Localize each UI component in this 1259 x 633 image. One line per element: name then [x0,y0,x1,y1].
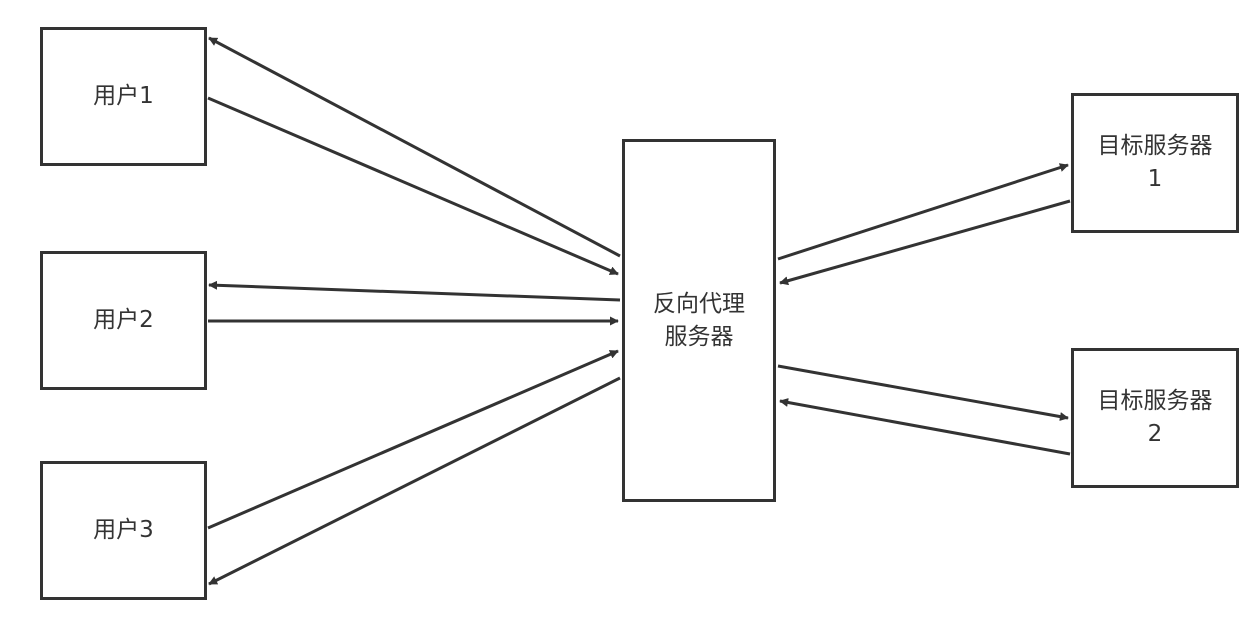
target-server-2-label: 目标服务器2 [1097,388,1213,447]
user-2-label: 用户2 [93,307,154,333]
arrow-proxy-to-user2 [208,280,621,302]
reverse-proxy-label: 反向代理服务器 [653,290,745,350]
arrow-user3-to-proxy [207,349,619,530]
user-1-node[interactable]: 用户1 [40,27,207,166]
reverse-proxy-node[interactable]: 反向代理服务器 [622,139,776,502]
target-server-2-node[interactable]: 目标服务器2 [1071,348,1239,488]
target-server-1-label: 目标服务器1 [1097,133,1213,192]
arrow-proxy-to-user1 [208,36,621,258]
user-3-label: 用户3 [93,517,154,543]
arrow-target1-to-proxy [779,199,1071,286]
user-2-node[interactable]: 用户2 [40,251,207,390]
arrow-proxy-to-target1 [777,163,1069,261]
user-3-node[interactable]: 用户3 [40,461,207,600]
arrow-target2-to-proxy [779,398,1071,456]
arrow-proxy-to-user3 [208,376,621,586]
arrow-proxy-to-target2 [777,364,1069,421]
user-1-label: 用户1 [93,83,154,109]
target-server-1-node[interactable]: 目标服务器1 [1071,93,1239,233]
arrow-user1-to-proxy [207,96,619,276]
